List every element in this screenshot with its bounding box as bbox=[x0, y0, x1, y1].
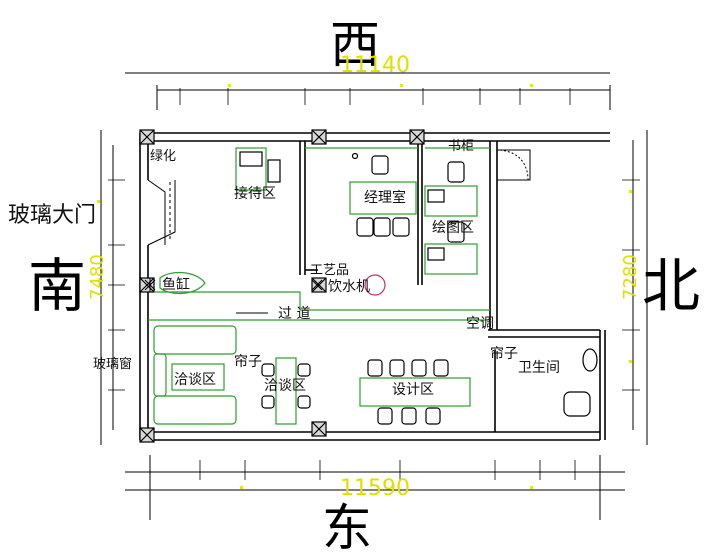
furniture bbox=[148, 147, 598, 425]
side-door bbox=[497, 149, 531, 181]
direction-east: 东 bbox=[322, 499, 372, 557]
dimension-right: 7280 bbox=[620, 254, 641, 300]
label-water-dispenser: 饮水机 bbox=[328, 279, 370, 295]
dimension-left: 7480 bbox=[87, 254, 108, 300]
label-curtain-mid: 帘子 bbox=[234, 354, 262, 370]
direction-north: 北 bbox=[642, 252, 700, 320]
dimension-lines bbox=[100, 72, 648, 520]
plant-symbols bbox=[144, 278, 323, 292]
dimension-bottom: 11590 bbox=[340, 476, 410, 501]
label-meeting-left: 洽谈区 bbox=[174, 372, 216, 388]
dimension-ticks bbox=[97, 84, 632, 489]
label-fish-tank: 鱼缸 bbox=[162, 276, 190, 293]
label-curtain-right: 帘子 bbox=[490, 346, 518, 362]
label-design-area: 设计区 bbox=[392, 382, 434, 398]
label-manager-office: 经理室 bbox=[364, 189, 406, 206]
direction-west: 西 bbox=[330, 16, 380, 74]
glass-door-symbol bbox=[146, 179, 176, 246]
walls bbox=[139, 132, 610, 441]
label-bookcase: 书柜 bbox=[448, 139, 474, 154]
label-reception: 接待区 bbox=[234, 185, 276, 202]
label-greenery: 绿化 bbox=[150, 149, 176, 164]
dimension-top: 11140 bbox=[340, 53, 410, 78]
label-drawing-area: 绘图区 bbox=[432, 220, 474, 236]
label-meeting-mid: 洽谈区 bbox=[264, 378, 306, 394]
label-air-conditioner: 空调 bbox=[466, 316, 494, 332]
water-dispenser-symbol bbox=[364, 274, 386, 296]
label-glass-window: 玻璃窗 bbox=[93, 356, 132, 372]
label-corridor: 过 道 bbox=[278, 306, 310, 322]
label-glass-door: 玻璃大门 bbox=[8, 203, 96, 228]
label-crafts: 工艺品 bbox=[310, 263, 349, 278]
direction-south: 南 bbox=[28, 252, 86, 320]
label-toilet: 卫生间 bbox=[518, 360, 560, 376]
